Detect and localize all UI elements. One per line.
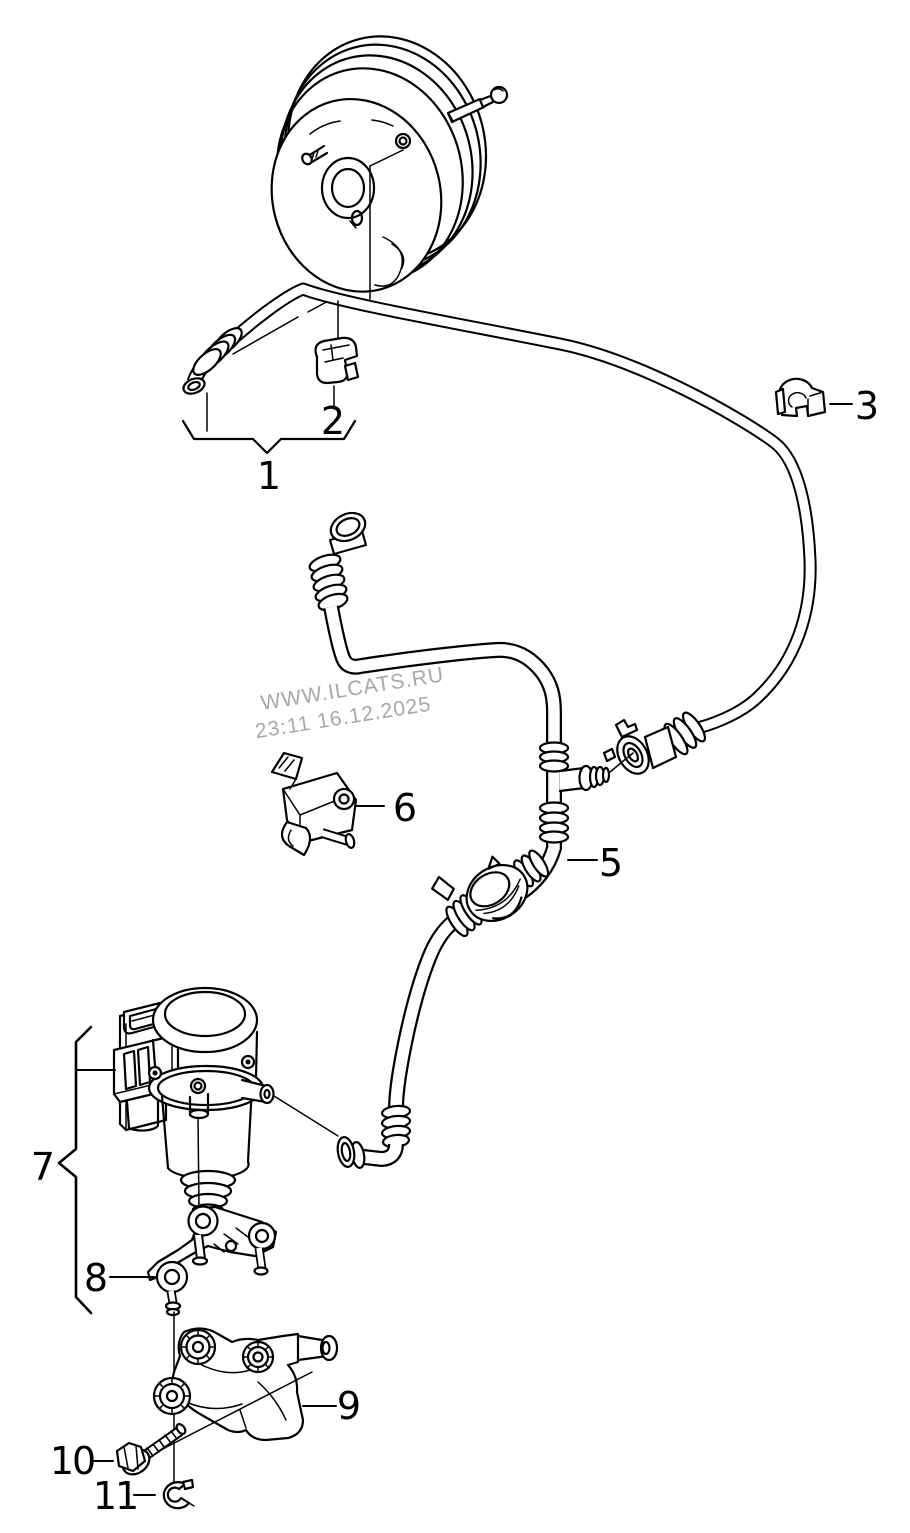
callout-10: 10 [50,1439,94,1483]
callout-1: 1 [257,454,279,498]
rubber-grommet [152,1376,192,1416]
vacuum-pipe-1 [182,282,817,775]
rubber-grommet [241,1340,275,1374]
pump-outlet-port [240,1078,275,1105]
hose5-lower-ribs [380,1104,412,1149]
callout-11: 11 [93,1474,137,1518]
callout-7: 7 [31,1145,53,1189]
leader-lines [57,392,853,1496]
bolt-10 [115,1423,187,1476]
servo-stud [301,144,329,166]
servo-push-rod [446,85,509,124]
hose5-top-connector [308,511,368,612]
vacuum-pump [112,986,339,1224]
callout-8: 8 [84,1256,106,1300]
retaining-clip-3 [774,377,827,418]
hose5-rib-bands [538,741,570,844]
callout-labels: 1 2 3 5 6 7 8 9 10 11 [31,384,879,1518]
brake-servo [232,35,509,355]
hose5-pump-elbow [336,1136,404,1169]
callout-3: 3 [855,384,877,428]
pump-bracket-9 [150,1311,339,1484]
watermark: WWW.ILCATS.RU 23:11 16.12.2025 [254,663,446,743]
hose5-t-branch [558,752,634,793]
vacuum-hose-5 [308,511,634,1169]
callout-2: 2 [321,399,343,443]
pipe1-end-fitting [602,711,707,775]
retaining-clip-2 [314,300,360,410]
servo-vacuum-port [394,132,412,150]
pressure-sensor-6 [270,751,358,857]
callout-9: 9 [337,1384,359,1428]
clip-11 [162,1478,195,1510]
check-valve [431,849,550,938]
rubber-grommet [179,1328,217,1366]
pipe1-elbow [182,327,243,395]
callout-5: 5 [599,841,621,885]
pump-bracket-8 [146,1205,278,1317]
callout-6: 6 [393,786,415,830]
